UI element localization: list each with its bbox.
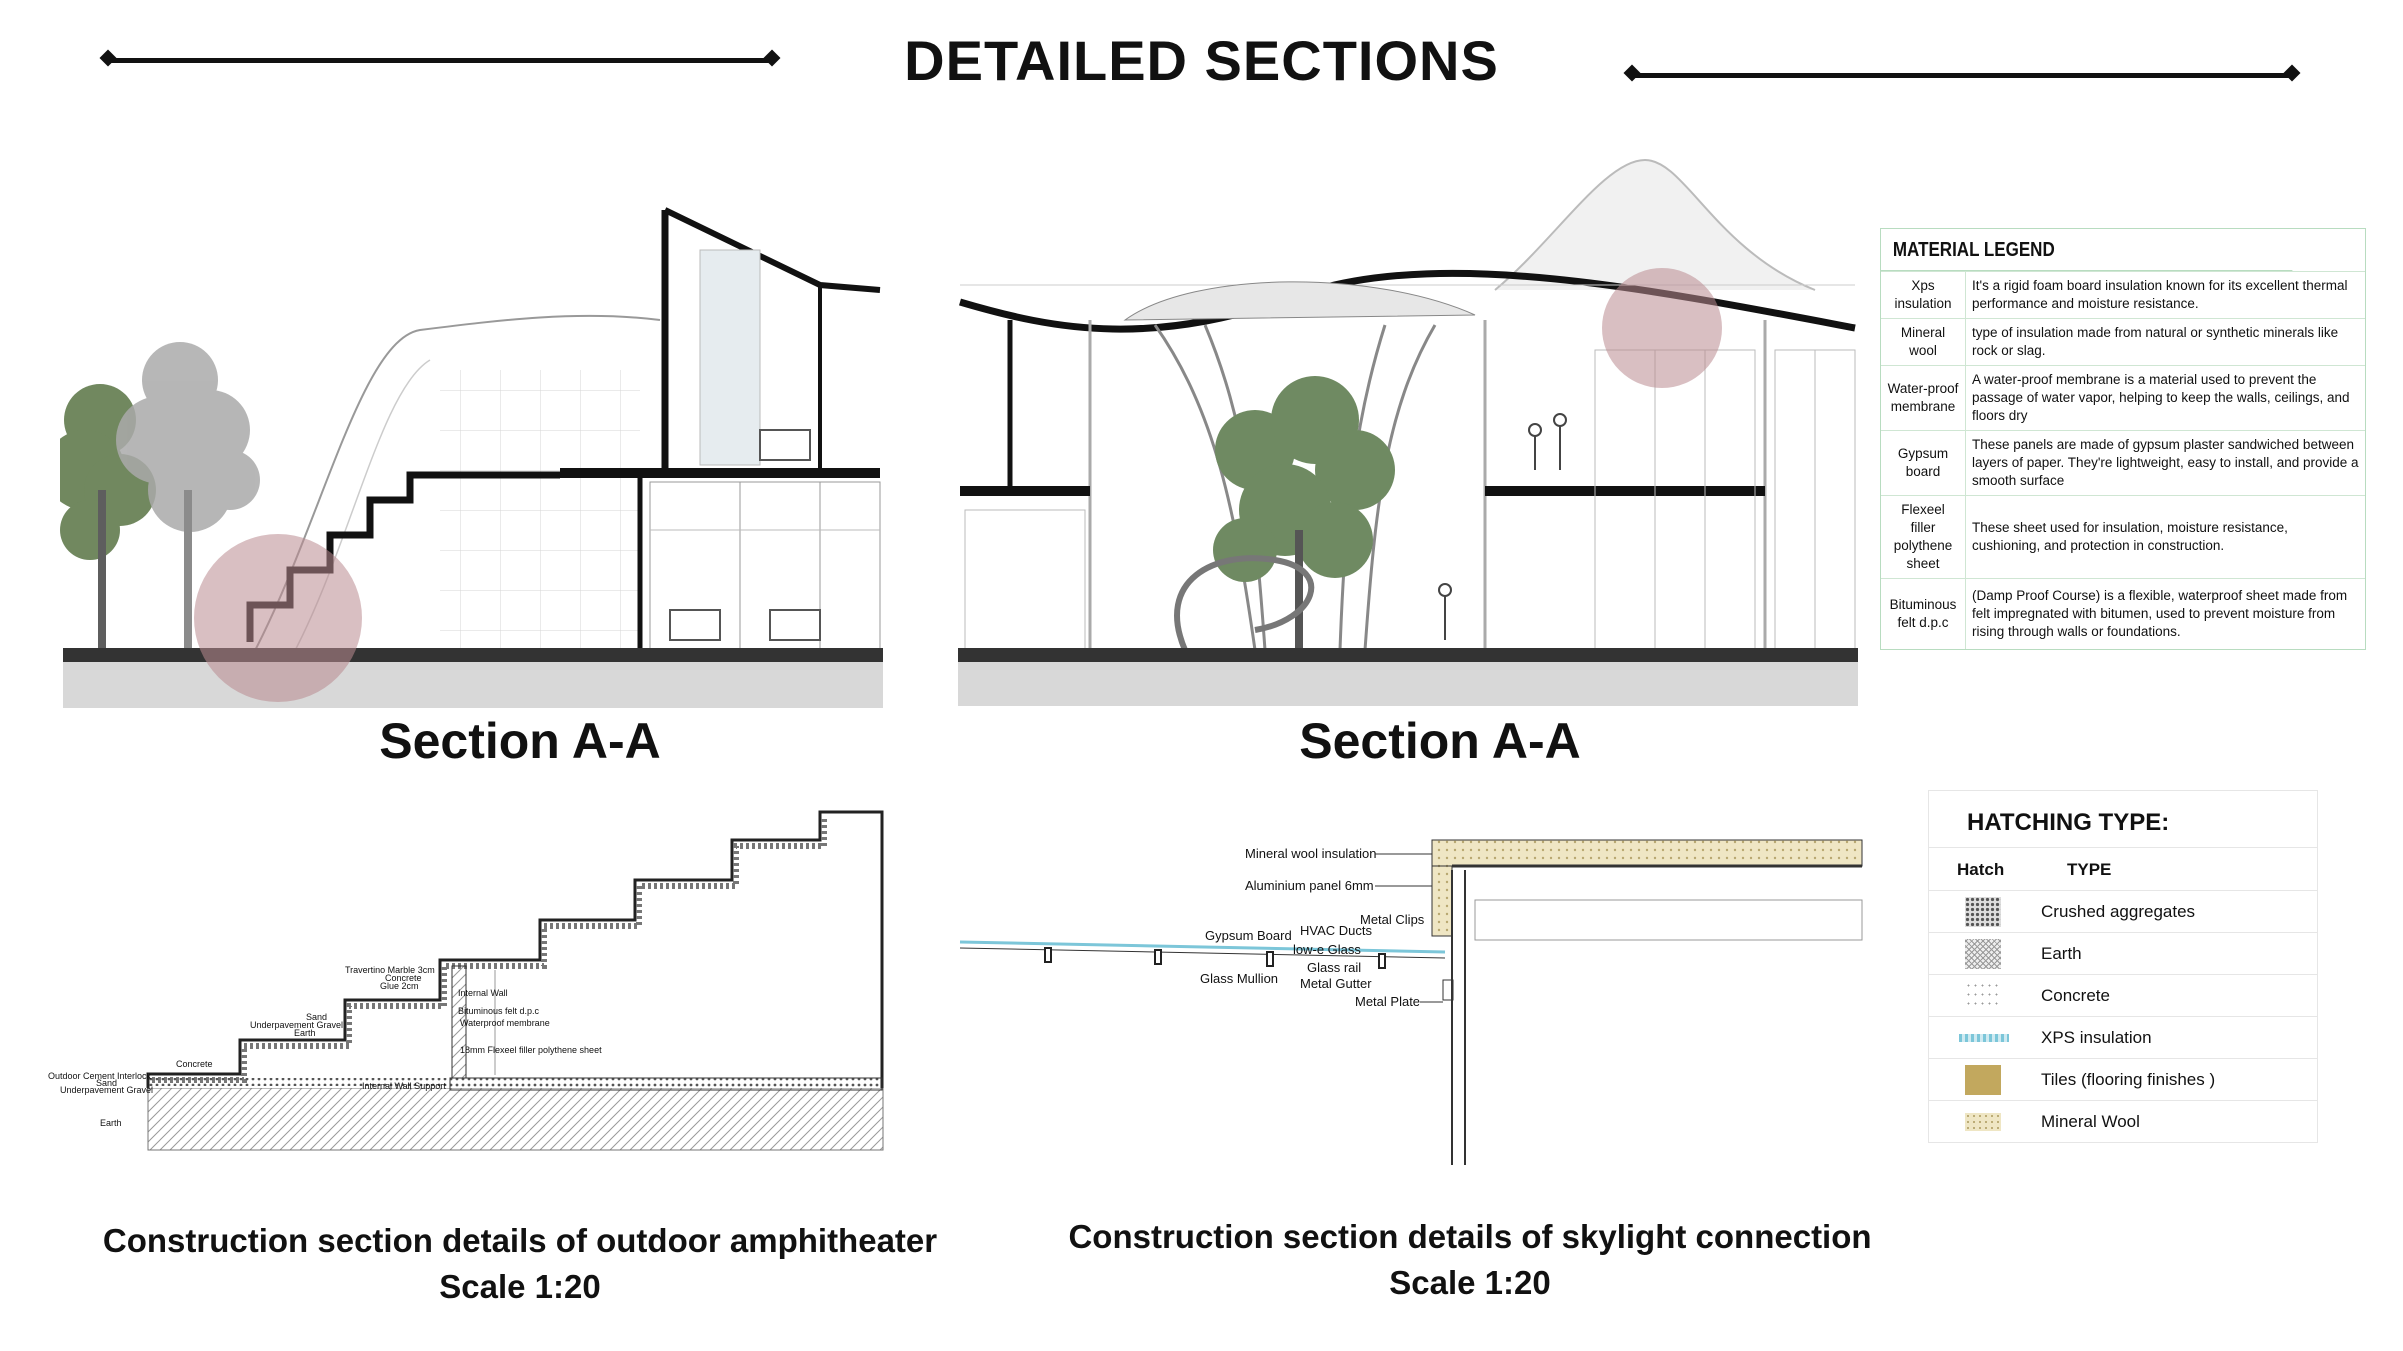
detail-drawing-amphitheater: Travertino Marble 3cm Concrete Glue 2cm … (48, 810, 884, 1151)
hatching-col-hatch: Hatch (1957, 860, 2005, 879)
hatching-title: HATCHING TYPE: (1929, 791, 2317, 848)
legend-desc: These sheet used for insulation, moistur… (1965, 495, 2365, 579)
caption-scale: Scale 1:20 (1389, 1264, 1551, 1301)
detail-label: Sand (306, 1012, 327, 1022)
detail-label: Glass rail (1307, 960, 1361, 975)
concrete-swatch (1965, 980, 2001, 1011)
hatching-row: Concrete (1929, 975, 2317, 1017)
amphitheater-steps (146, 810, 884, 1088)
detail-label: Mineral wool insulation (1245, 846, 1377, 861)
hatching-row: Mineral Wool (1929, 1101, 2317, 1142)
legend-name: Gypsum board (1881, 430, 1966, 496)
hatching-row: Earth (1929, 933, 2317, 975)
detail-label: 18mm Flexeel filler polythene sheet (460, 1045, 602, 1055)
detail-label: Internal Wall Support (362, 1081, 446, 1091)
hatching-legend: HATCHING TYPE: Hatch TYPE Crushed aggreg… (1928, 790, 2318, 1143)
detail-label: Underpavement Gravel (60, 1085, 153, 1095)
section-drawing-left (60, 207, 883, 708)
earth-swatch (1965, 938, 2001, 969)
detail-label: Metal Clips (1360, 912, 1425, 927)
page-title: DETAILED SECTIONS (904, 29, 1499, 92)
detail-label: Bituminous felt d.p.c (458, 1006, 540, 1016)
hatching-row: XPS insulation (1929, 1017, 2317, 1059)
detail-label: Concrete (385, 973, 422, 983)
detail-caption-skylight: Construction section details of skylight… (1000, 1214, 1940, 1306)
detail-callout-circle (194, 534, 362, 702)
header-rule-left (108, 58, 772, 63)
hatching-row: Tiles (flooring finishes ) (1929, 1059, 2317, 1101)
detail-label: Sand (96, 1078, 117, 1088)
hatching-type: Tiles (flooring finishes ) (2041, 1069, 2216, 1089)
detail-label: Underpavement Gravel (250, 1020, 343, 1030)
caption-text: Construction section details of outdoor … (102, 1222, 938, 1259)
detail-label: low-e Glass (1293, 942, 1361, 957)
legend-desc: These panels are made of gypsum plaster … (1965, 430, 2365, 496)
detail-label: Concrete (176, 1059, 213, 1069)
legend-name: Flexeel filler polythene sheet (1881, 495, 1966, 579)
detail-label: Travertino Marble 3cm (345, 965, 435, 975)
detail-label: Gypsum Board (1205, 928, 1292, 943)
tree-icon (116, 342, 260, 660)
detail-label: Metal Plate (1355, 994, 1420, 1009)
legend-desc: A water-proof membrane is a material use… (1965, 365, 2365, 431)
xps-swatch (1959, 1033, 2009, 1042)
hatching-type: Earth (2041, 943, 2082, 963)
detail-label: Earth (100, 1118, 122, 1128)
legend-desc: It's a rigid foam board insulation known… (1965, 271, 2365, 319)
detail-label: Glass Mullion (1200, 971, 1278, 986)
legend-desc: type of insulation made from natural or … (1965, 318, 2365, 366)
detail-label: Aluminium panel 6mm (1245, 878, 1374, 893)
legend-desc: (Damp Proof Course) is a flexible, water… (1965, 578, 2365, 649)
material-legend-title: MATERIAL LEGEND (1881, 229, 2293, 271)
hatching-type: XPS insulation (2041, 1027, 2152, 1047)
hatching-col-type: TYPE (2067, 860, 2112, 879)
section-title-right: Section A-A (1299, 713, 1581, 769)
detail-label: Outdoor Cement Interlock (48, 1071, 152, 1081)
detail-label: Internal Wall (458, 988, 508, 998)
detail-caption-amphitheater: Construction section details of outdoor … (60, 1218, 980, 1310)
detail-drawing-skylight: Mineral wool insulation Aluminium panel … (959, 839, 1863, 1165)
crushed-aggregates-swatch (1965, 896, 2001, 927)
detail-label: Glue 2cm (380, 981, 419, 991)
hatching-row: Crushed aggregates (1929, 891, 2317, 933)
legend-name: Xps insulation (1881, 271, 1966, 319)
section-title-left: Section A-A (379, 713, 661, 769)
mineral-wool-swatch (1965, 1112, 2001, 1131)
hatching-type: Mineral Wool (2041, 1111, 2140, 1131)
header-rule-right (1632, 73, 2292, 78)
caption-text: Construction section details of skylight… (1068, 1218, 1872, 1255)
legend-name: Bituminous felt d.p.c (1881, 578, 1966, 649)
detail-label: Waterproof membrane (460, 1018, 550, 1028)
legend-row: Bituminous felt d.p.c(Damp Proof Course)… (1881, 578, 2365, 649)
detail-callout-circle (1602, 268, 1722, 388)
legend-name: Mineral wool (1881, 318, 1966, 366)
tiles-swatch (1965, 1064, 2001, 1095)
hatching-header: Hatch TYPE (1929, 848, 2317, 891)
hatching-type: Crushed aggregates (2041, 901, 2196, 921)
detail-label: Earth (294, 1028, 316, 1038)
hatching-type: Concrete (2041, 985, 2110, 1005)
caption-scale: Scale 1:20 (439, 1268, 601, 1305)
tree-icon (1213, 376, 1395, 650)
section-drawing-right (958, 158, 1858, 706)
detail-label: Metal Gutter (1300, 976, 1372, 991)
detail-label: HVAC Ducts (1300, 923, 1372, 938)
legend-name: Water-proof membrane (1881, 365, 1966, 431)
